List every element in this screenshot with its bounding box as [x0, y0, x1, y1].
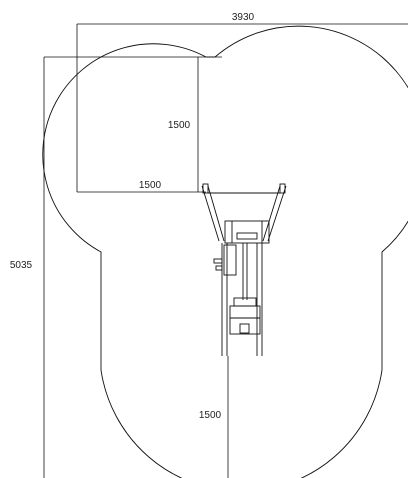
front-clearance-label: 1500	[199, 410, 222, 421]
overall-depth-label: 5035	[10, 260, 33, 271]
horizontal-radius-label: 1500	[139, 180, 162, 191]
carriage-block	[239, 323, 250, 334]
carriage	[229, 305, 261, 335]
right-arm	[262, 185, 281, 242]
left-grip	[202, 183, 209, 194]
overall-width-label: 3930	[232, 12, 255, 23]
exercise-machine	[201, 183, 287, 356]
left-arm	[201, 185, 220, 242]
seat	[233, 297, 257, 307]
head-pad	[236, 232, 258, 240]
clearance-outline	[42, 25, 408, 478]
dimension-lines	[43, 23, 408, 478]
right-grip	[279, 183, 286, 194]
vertical-radius-label: 1500	[168, 120, 191, 131]
right-arm-inner	[267, 185, 287, 242]
console	[223, 244, 237, 276]
console-knob	[213, 258, 223, 264]
console-knob-2	[215, 265, 223, 271]
left-arm-inner	[207, 185, 225, 242]
